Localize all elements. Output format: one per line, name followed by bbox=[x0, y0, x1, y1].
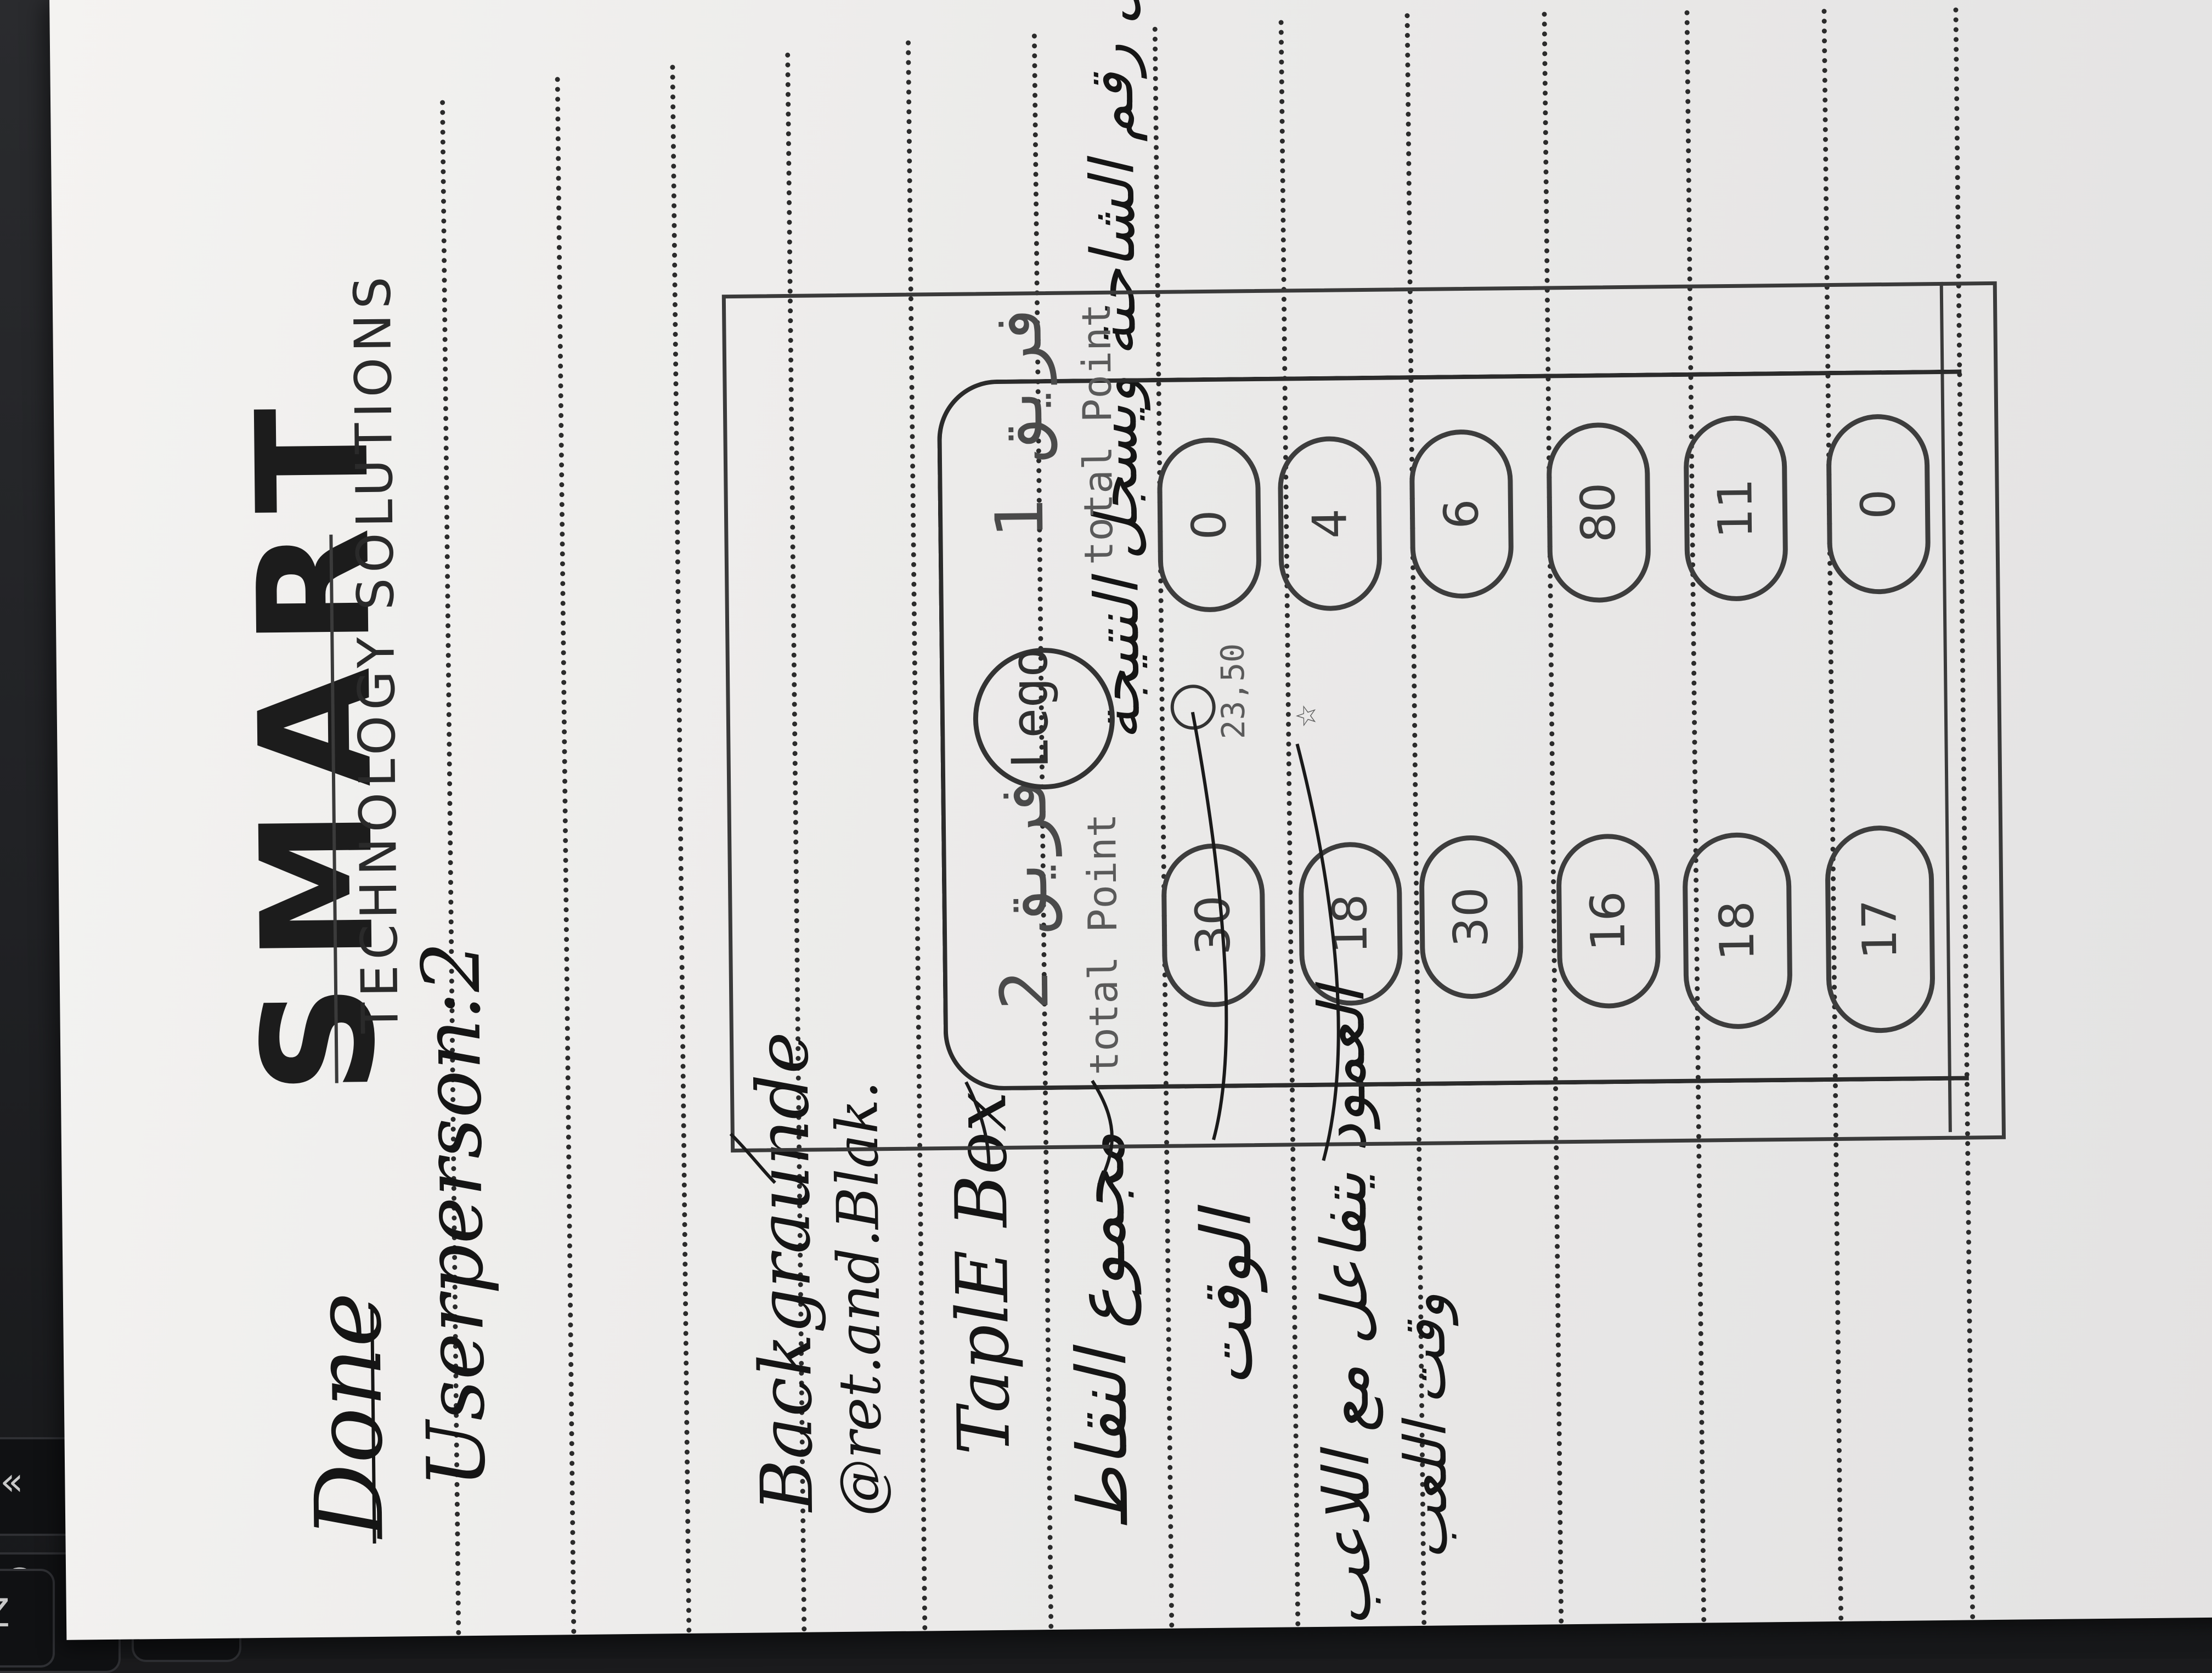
keyboard-key-z: Z bbox=[0, 1569, 55, 1668]
arrow-background bbox=[729, 1132, 776, 1184]
arrow-total-points bbox=[1091, 1079, 1114, 1186]
arrow-time bbox=[1190, 711, 1228, 1140]
arrow-interaction bbox=[1295, 743, 1340, 1161]
arrow-table-box bbox=[964, 1081, 991, 1165]
paper-sheet: SMART TECHNOLOGY SOLUTIONS يقوم بإدخال ر… bbox=[49, 0, 2212, 1640]
annotation-arrows bbox=[729, 711, 1340, 1186]
